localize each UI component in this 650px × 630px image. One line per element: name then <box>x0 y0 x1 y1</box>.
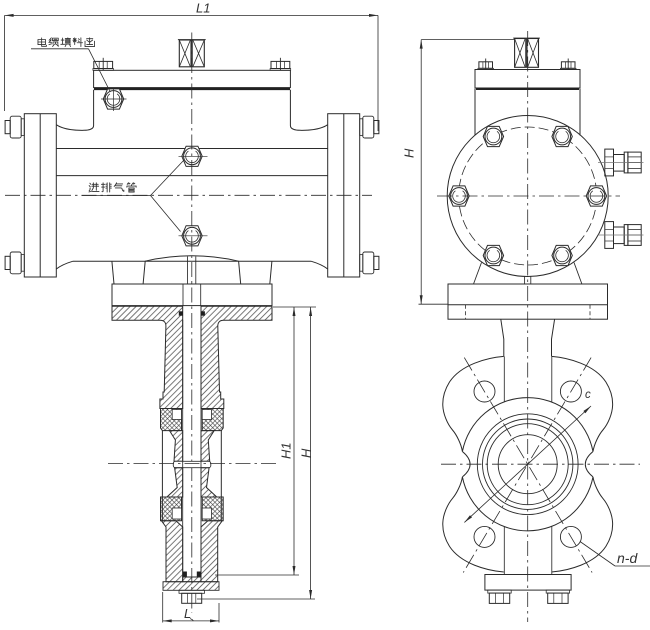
svg-text:H1: H1 <box>279 442 294 459</box>
svg-text:L1: L1 <box>196 1 210 16</box>
svg-text:L: L <box>184 606 191 621</box>
svg-text:H: H <box>402 148 417 158</box>
svg-text:c: c <box>585 389 591 401</box>
svg-text:n-d: n-d <box>617 550 638 566</box>
svg-text:H: H <box>299 448 314 458</box>
